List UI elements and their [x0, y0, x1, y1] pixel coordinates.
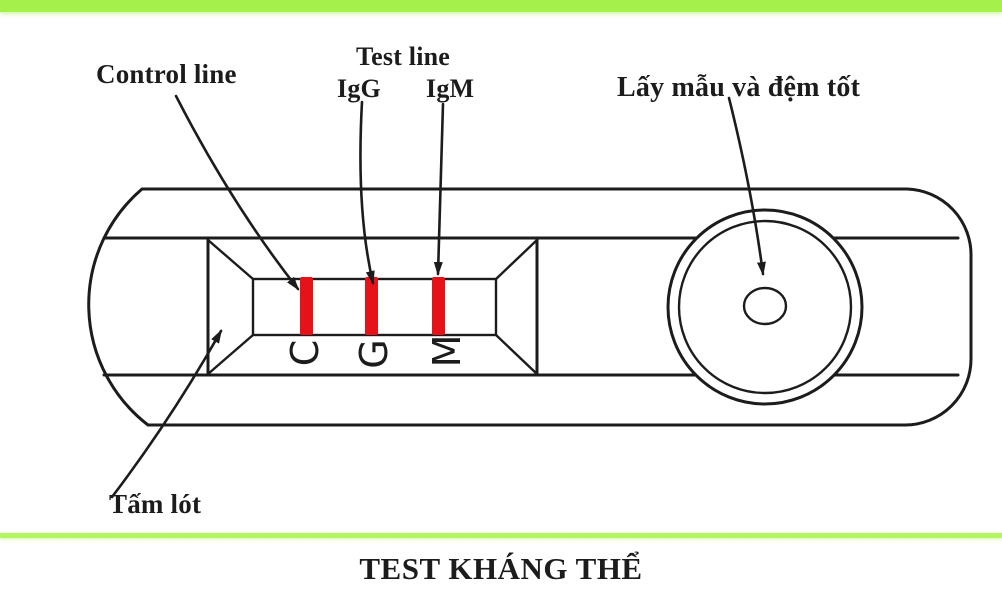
bottom-accent-bar: [0, 533, 1002, 538]
result-window-bevel: [206, 237, 539, 377]
arrow-backing-pad: [110, 329, 223, 499]
igg-label: IgG: [337, 74, 381, 103]
test-line-label: Test line: [356, 42, 451, 71]
igm-line-mark: [432, 277, 445, 335]
sample-well: [666, 208, 864, 406]
arrow-sample-well: [727, 96, 766, 276]
arrow-igg: [359, 100, 375, 285]
strip-letter-g: G: [352, 339, 396, 369]
diagram-title: TEST KHÁNG THỂ: [359, 551, 643, 586]
arrow-control-line: [174, 94, 300, 291]
strip-letter-m: M: [425, 334, 469, 368]
igm-label: IgM: [426, 74, 475, 103]
control-line-mark: [300, 277, 313, 335]
sample-well-label: Lấy mẫu và đệm tốt: [617, 72, 861, 103]
arrow-igm: [433, 102, 445, 276]
strip-letter-c: C: [283, 339, 327, 367]
control-line-label: Control line: [96, 59, 237, 89]
igg-line-mark: [365, 277, 378, 335]
top-accent-bar: [0, 0, 1002, 12]
sample-well-hole: [742, 286, 788, 326]
backing-pad-label: Tấm lót: [109, 489, 202, 519]
